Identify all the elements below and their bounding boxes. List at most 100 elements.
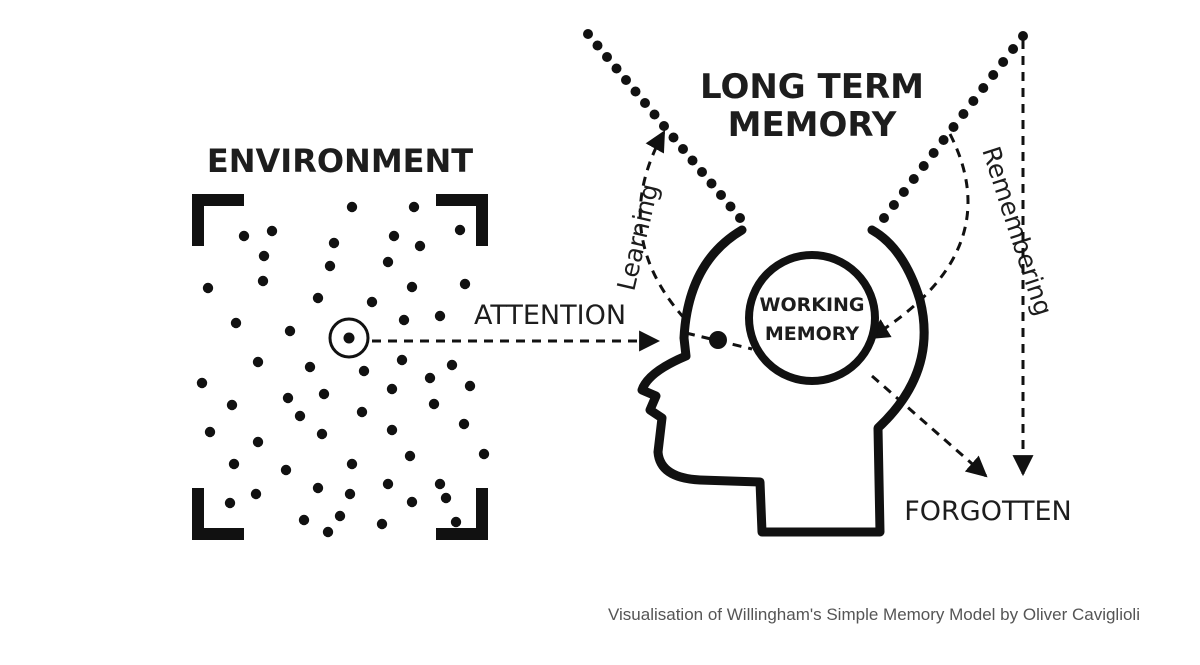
environment-dot (228, 458, 240, 470)
environment-dot (406, 281, 418, 293)
cone-dot (918, 161, 929, 171)
environment-dot (478, 448, 490, 460)
environment-dot (382, 478, 394, 490)
cone-dot (659, 121, 669, 131)
environment-dot (434, 310, 446, 322)
environment-dot (458, 418, 470, 430)
environment-dot (424, 372, 436, 384)
environment-dots (196, 201, 490, 538)
cone-dot (725, 201, 736, 212)
environment-dot (404, 450, 416, 462)
cone-dot (668, 132, 679, 143)
cone-dot (583, 29, 593, 39)
working-memory-circle (745, 251, 879, 385)
environment-dot (294, 410, 306, 422)
cone-dot (879, 213, 889, 223)
cone-dot (1018, 31, 1028, 41)
cone-dot (687, 155, 698, 166)
environment-dot (386, 383, 398, 395)
environment-dot (226, 399, 238, 411)
cone-dot (1008, 44, 1019, 54)
environment-dot (356, 406, 368, 418)
forgotten-arrow (871, 374, 988, 478)
environment-dot (382, 256, 394, 268)
environment-dot (346, 458, 358, 470)
environment-dot (414, 240, 426, 252)
learning-arrow (638, 130, 686, 319)
environment-dot (408, 201, 420, 213)
working-memory-line-2: MEMORY (765, 323, 860, 345)
environment-dot (334, 510, 346, 522)
cone-dot (988, 70, 999, 80)
attention-target-dot (343, 332, 355, 344)
environment-dot (252, 356, 264, 368)
environment-dot (316, 428, 328, 440)
environment-dot (324, 260, 336, 272)
remembering-label: Remembering (976, 143, 1058, 319)
environment-dot (204, 426, 216, 438)
environment-dot (366, 296, 378, 308)
cone-dot (602, 52, 612, 62)
attention-target-ring (328, 317, 370, 359)
environment-dot (257, 275, 269, 287)
environment-dot (322, 526, 334, 538)
environment-dot (252, 436, 264, 448)
environment-dot (386, 424, 398, 436)
cone-dot (697, 167, 707, 177)
environment-dot (196, 377, 208, 389)
environment-dot (282, 392, 294, 404)
cone-dot (958, 109, 969, 119)
cone-dot (592, 40, 603, 51)
environment-dot (304, 361, 316, 373)
ltm-title-line-1: LONG TERM (700, 67, 924, 107)
environment-label: ENVIRONMENT (207, 142, 473, 180)
environment-dot (464, 380, 476, 392)
cone-dot (678, 144, 688, 154)
environment-dot (358, 365, 370, 377)
environment-dot (446, 359, 458, 371)
environment-dot (344, 488, 356, 500)
environment-dot (312, 482, 324, 494)
environment-dot (396, 354, 408, 366)
environment-dot (398, 314, 410, 326)
environment-dot (388, 230, 400, 242)
ltm-cone-right-dots (879, 31, 1028, 223)
caption: Visualisation of Willingham's Simple Mem… (608, 605, 1140, 624)
working-memory-line-1: WORKING (759, 294, 864, 316)
cone-dot (968, 96, 979, 106)
environment-dot (230, 317, 242, 329)
environment-dot (450, 516, 462, 528)
cone-dot (630, 86, 641, 97)
environment-dot (202, 282, 214, 294)
cone-dot (706, 178, 717, 189)
environment-dot (312, 292, 324, 304)
cone-dot (621, 75, 631, 85)
cone-dot (948, 122, 959, 132)
forgetting-path-in (685, 331, 753, 351)
environment-dot (238, 230, 250, 242)
remembering-arrow (868, 133, 970, 340)
environment-dot (284, 325, 296, 337)
cone-dot (716, 190, 726, 200)
cone-dot (640, 98, 650, 108)
cone-dot (908, 174, 919, 184)
cone-dot (611, 63, 622, 74)
environment-frame (192, 194, 488, 540)
cone-dot (649, 109, 660, 120)
environment-dot (376, 518, 388, 530)
environment-dot (459, 278, 471, 290)
attention-label: ATTENTION (474, 300, 626, 331)
environment-dot (266, 225, 278, 237)
environment-dot (250, 488, 262, 500)
environment-dot (346, 201, 358, 213)
environment-dot (428, 398, 440, 410)
environment-dot (406, 496, 418, 508)
cone-dot (735, 213, 745, 223)
environment-dot (440, 492, 452, 504)
environment-dot (318, 388, 330, 400)
cone-dot (978, 83, 989, 93)
cone-dot (898, 187, 909, 197)
ltm-cone-left-dots (583, 29, 745, 223)
environment-dot (224, 497, 236, 509)
